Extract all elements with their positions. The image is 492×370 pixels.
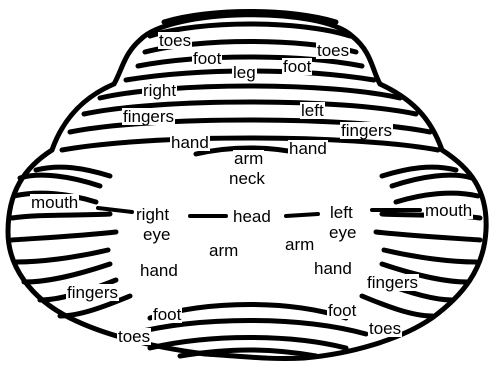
label-right-eye-word2: eye: [142, 226, 171, 243]
label-foot-top-left: foot: [192, 50, 222, 67]
label-head: head: [232, 208, 272, 225]
label-foot-lower-right: foot: [327, 302, 357, 319]
label-hand-top-left: hand: [170, 134, 210, 151]
label-left-fingers-top-word1: left: [300, 102, 325, 119]
label-toes-top-right: toes: [316, 42, 350, 59]
label-toes-lower-left: toes: [117, 328, 151, 345]
label-toes-lower-right: toes: [368, 320, 402, 337]
label-foot-top-right: foot: [282, 58, 312, 75]
label-fingers-lower-right: fingers: [366, 274, 419, 291]
label-arm-lower-right: arm: [284, 236, 315, 253]
label-arm-lower-left: arm: [208, 242, 239, 259]
label-right-eye-word1: right: [135, 206, 170, 223]
label-left-eye-word2: eye: [328, 224, 357, 241]
label-hand-top-right: hand: [288, 140, 328, 157]
label-left-fingers-top-word2: fingers: [340, 122, 393, 139]
label-foot-lower-left: foot: [152, 306, 182, 323]
label-mouth-left: mouth: [30, 194, 79, 211]
label-leg: leg: [232, 64, 257, 81]
label-arm-top: arm: [233, 150, 264, 167]
label-neck: neck: [228, 170, 266, 187]
label-right-fingers-top-word2: fingers: [122, 108, 175, 125]
label-left-eye-word1: left: [329, 204, 354, 221]
label-hand-lower-right: hand: [313, 260, 353, 277]
label-fingers-lower-left: fingers: [66, 284, 119, 301]
label-toes-top-left: toes: [158, 32, 192, 49]
label-right-fingers-top-word1: right: [142, 82, 177, 99]
label-hand-lower-left: hand: [139, 262, 179, 279]
label-mouth-right: mouth: [424, 202, 473, 219]
